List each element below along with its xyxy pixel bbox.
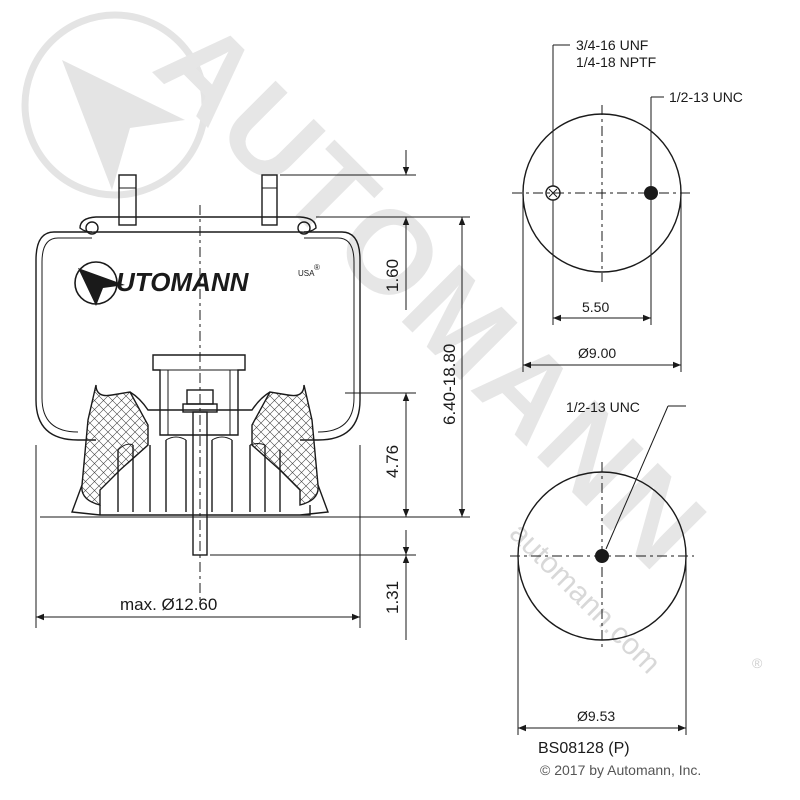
dim-piston-diameter: Ø9.53 <box>577 708 615 724</box>
top-stud-left <box>118 174 137 226</box>
part-number: BS08128 (P) <box>538 740 630 757</box>
piston-hatch-left <box>81 384 149 506</box>
piston-ribs <box>117 436 281 512</box>
bottom-view: 1/2-13 UNC Ø9.53 <box>510 399 694 735</box>
center-stud <box>192 411 208 556</box>
blind-nut-label: 1/2-13 UNC <box>669 89 743 105</box>
dim-overall-height: 6.40-18.80 <box>440 344 459 425</box>
copyright: © 2017 by Automann, Inc. <box>540 762 701 778</box>
watermark: AUTOMANN automann.com ® <box>21 0 763 680</box>
dim-max-diameter: max. Ø12.60 <box>120 595 217 614</box>
watermark-logo-circle <box>21 11 209 199</box>
side-view-dimensions: 1.60 4.76 1.31 6.40-18.80 max. Ø12.60 <box>35 150 470 640</box>
logo-reg-mark: ® <box>314 263 320 272</box>
side-view: UTOMANN USA ® <box>35 174 361 600</box>
dim-top-height: 1.60 <box>383 259 402 292</box>
blind-nut-symbol <box>644 186 658 200</box>
top-stud-right <box>261 174 278 226</box>
top-plate-view: 3/4-16 UNF 1/4-18 NPTF 1/2-13 UNC 5.50 Ø… <box>512 37 743 372</box>
dim-bolt-spacing: 5.50 <box>582 299 609 315</box>
logo-wordmark: UTOMANN <box>116 267 250 297</box>
dim-piston-height: 4.76 <box>383 445 402 478</box>
bellows <box>35 231 361 441</box>
piston-cup <box>152 354 246 436</box>
bottom-bolt-label: 1/2-13 UNC <box>566 399 640 415</box>
watermark-logo-arrow <box>62 60 185 190</box>
piston-hatch-right <box>251 384 319 506</box>
dim-stud-length: 1.31 <box>383 581 402 614</box>
bellows-logo: UTOMANN USA ® <box>74 261 320 306</box>
bottom-bolt-symbol <box>595 549 609 563</box>
watermark-reg-mark: ® <box>752 655 763 671</box>
logo-suffix: USA <box>298 269 315 278</box>
watermark-diagonal-text: AUTOMANN <box>132 0 733 596</box>
thread-label-line2: 1/4-18 NPTF <box>576 54 656 70</box>
dim-plate-diameter: Ø9.00 <box>578 345 616 361</box>
thread-label-line1: 3/4-16 UNF <box>576 37 648 53</box>
piston-skirt <box>71 484 329 516</box>
